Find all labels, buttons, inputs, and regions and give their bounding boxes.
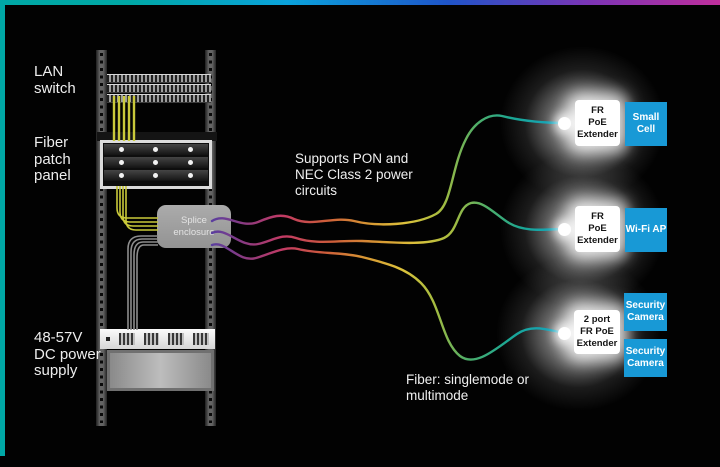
tray-latch bbox=[188, 147, 194, 152]
tray-latch bbox=[118, 147, 124, 152]
patch-panel-tray bbox=[104, 144, 208, 155]
lan-switch-unit bbox=[107, 74, 211, 104]
label-lan-switch: LAN switch bbox=[34, 63, 76, 97]
battery-shelf bbox=[107, 350, 214, 391]
psu-vent bbox=[118, 333, 135, 345]
device-box-security-camera-2: Security Camera bbox=[624, 339, 667, 377]
device-box-wifi-ap: Wi-Fi AP bbox=[625, 208, 667, 252]
fr-poe-extender-box-2: FR PoE Extender bbox=[575, 206, 620, 252]
rack-left-rail bbox=[96, 50, 107, 426]
note-pon-power: Supports PON and NEC Class 2 power circu… bbox=[295, 151, 413, 198]
device-box-security-camera-1: Security Camera bbox=[624, 293, 667, 331]
fr-poe-extender-box-3: 2 port FR PoE Extender bbox=[574, 310, 620, 354]
top-gradient-accent-bar bbox=[0, 0, 720, 5]
tray-latch bbox=[153, 173, 159, 178]
gray-cables-enclosure-to-psu bbox=[127, 235, 158, 330]
psu-vent bbox=[168, 333, 185, 345]
tray-latch bbox=[188, 160, 194, 165]
tray-latch bbox=[153, 160, 159, 165]
patch-panel-tray bbox=[104, 157, 208, 168]
psu-indicator bbox=[106, 337, 110, 341]
tray-latch bbox=[153, 147, 159, 152]
psu-vent bbox=[193, 333, 209, 345]
tray-latch bbox=[118, 173, 124, 178]
label-dc-power-supply: 48-57V DC power supply bbox=[34, 329, 101, 379]
fiber-dot-security bbox=[558, 327, 571, 340]
switch-1u bbox=[107, 74, 211, 83]
left-teal-accent-bar bbox=[0, 0, 5, 456]
switch-1u bbox=[107, 94, 211, 103]
tray-latch bbox=[118, 160, 124, 165]
fiber-dot-small-cell bbox=[558, 117, 571, 130]
splice-enclosure: Splice enclosure bbox=[157, 205, 231, 248]
fiber-patch-panel-unit bbox=[100, 140, 212, 189]
fr-poe-extender-box-1: FR PoE Extender bbox=[575, 100, 620, 146]
tray-latch bbox=[188, 173, 194, 178]
dc-power-supply-unit bbox=[100, 329, 215, 349]
switch-1u bbox=[107, 84, 211, 93]
yellow-cables-panel-to-enclosure bbox=[116, 186, 158, 231]
fiber-dot-wifi-ap bbox=[558, 223, 571, 236]
psu-vent bbox=[143, 333, 160, 345]
patch-panel-top-edge bbox=[97, 132, 217, 141]
device-box-small-cell: Small Cell bbox=[625, 102, 667, 146]
patch-panel-tray bbox=[104, 170, 208, 181]
label-fiber-patch-panel: Fiber patch panel bbox=[34, 134, 71, 184]
